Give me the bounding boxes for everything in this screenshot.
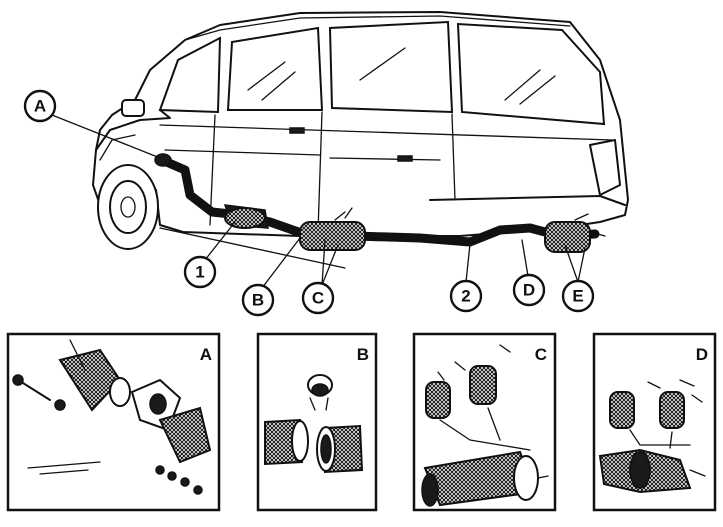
- detail-panel-A: A: [6, 332, 221, 512]
- callout-2: 2: [449, 279, 483, 313]
- callout-A: A: [23, 89, 57, 123]
- callout-label-B: B: [252, 291, 264, 310]
- callout-circle-D: [512, 273, 546, 307]
- callout-C: C: [301, 281, 335, 315]
- detail-panel-B: B: [256, 332, 378, 512]
- callout-D: D: [512, 273, 546, 307]
- callout-circle-B: [241, 283, 275, 317]
- callout-B: B: [241, 283, 275, 317]
- callout-label-1: 1: [195, 263, 204, 282]
- detail-panel-D: D: [592, 332, 717, 512]
- callout-E: E: [561, 279, 595, 313]
- callout-circle-C: [301, 281, 335, 315]
- callout-1: 1: [183, 255, 217, 289]
- callout-circle-A: [23, 89, 57, 123]
- leader-lines: [51, 114, 586, 289]
- panel-label-A: A: [200, 345, 212, 364]
- callout-label-D: D: [523, 281, 535, 300]
- callout-label-C: C: [312, 289, 324, 308]
- callout-circle-1: [183, 255, 217, 289]
- callout-circle-E: [561, 279, 595, 313]
- panel-label-D: D: [696, 345, 708, 364]
- callout-label-E: E: [572, 287, 583, 306]
- callout-circle-2: [449, 279, 483, 313]
- callout-label-A: A: [34, 97, 46, 116]
- exhaust-assembly: [154, 153, 606, 253]
- panel-label-B: B: [357, 345, 369, 364]
- van-illustration: [92, 11, 629, 269]
- callout-label-2: 2: [461, 287, 470, 306]
- panel-label-C: C: [535, 345, 547, 364]
- detail-panel-C: C: [412, 332, 557, 512]
